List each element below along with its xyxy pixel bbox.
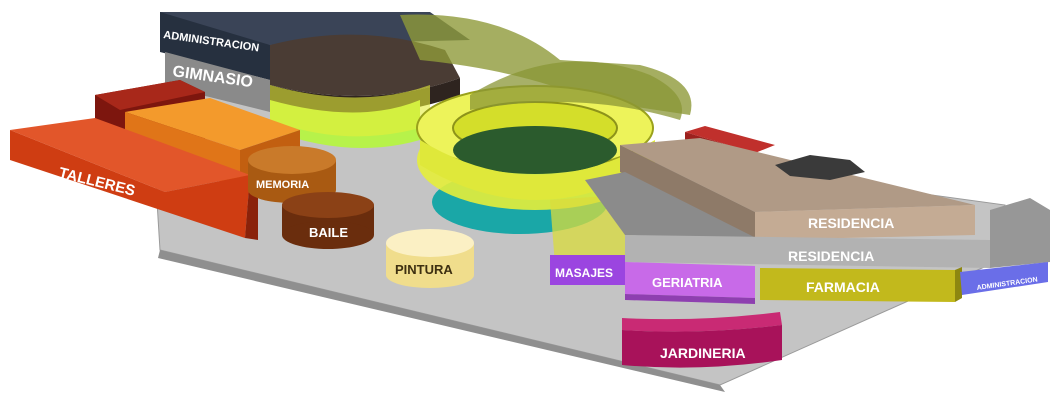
baile-cylinder-top: [282, 192, 374, 218]
dark-hexagon-roof: [775, 155, 865, 180]
talleres-front: [10, 130, 250, 238]
residencia-upper-side: [620, 145, 755, 240]
residencia-lower-front: [625, 235, 990, 268]
residencia-upper-front: [755, 205, 975, 240]
geriatria-block: [625, 262, 755, 298]
gimnasio-block: [165, 52, 270, 112]
farmacia-label: FARMACIA: [806, 279, 880, 295]
olive-arch: [470, 61, 682, 120]
jardineria-front: [622, 325, 782, 368]
geriatria-label: GERIATRIA: [652, 275, 723, 290]
yellow-translucent-block: [270, 85, 430, 137]
pintura-label: PINTURA: [395, 262, 453, 277]
talleres-top: [10, 118, 250, 192]
baile-cylinder-bottom: [282, 221, 374, 249]
brown-elliptic-block: [270, 34, 460, 96]
administracion-block-front: [160, 12, 270, 80]
memoria-label: MEMORIA: [256, 179, 309, 191]
dark-green-core: [453, 126, 617, 174]
residencia-lower-top: [585, 172, 760, 240]
gray-right-wing: [990, 198, 1050, 268]
geriatria-shadow: [625, 294, 755, 304]
base-plate-shadow: [158, 250, 725, 392]
memoria-cylinder-top: [248, 146, 336, 174]
dark-red-top: [95, 80, 205, 110]
orange-block-top: [125, 98, 300, 150]
farmacia-side: [955, 267, 962, 302]
masajes-label: MASAJES: [555, 266, 613, 280]
jardineria-label: JARDINERIA: [660, 345, 746, 361]
pintura-cylinder-bottom: [386, 262, 474, 288]
residencia-lower-label: RESIDENCIA: [788, 248, 874, 264]
baile-label: BAILE: [309, 225, 348, 240]
residencia-upper-label: RESIDENCIA: [808, 215, 894, 231]
red-accent-block: [685, 126, 775, 153]
pintura-cylinder-top: [386, 229, 474, 257]
masajes-block: [550, 255, 625, 285]
administracion-right-block: [960, 262, 1048, 295]
jardineria-top: [622, 312, 782, 332]
farmacia-block: [760, 268, 955, 302]
